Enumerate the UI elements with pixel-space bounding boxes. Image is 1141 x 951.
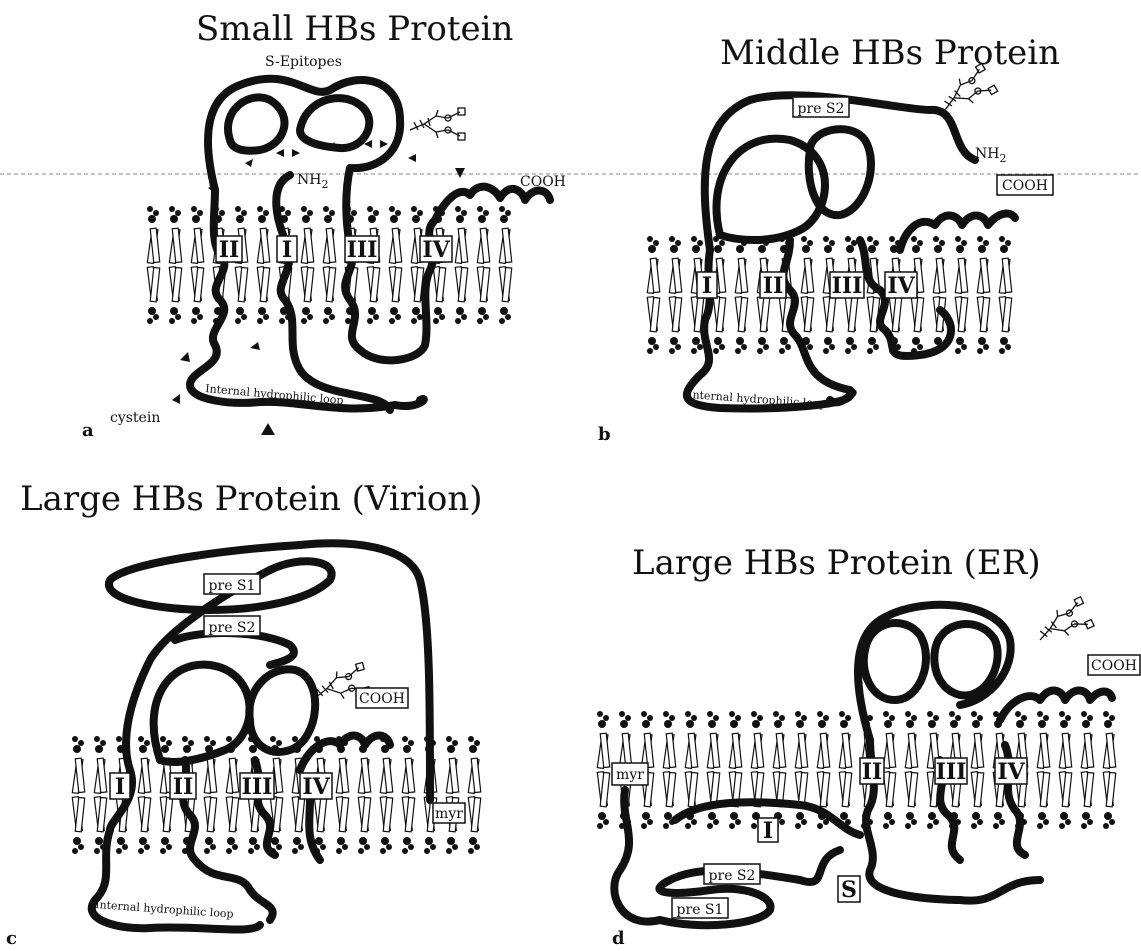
panel-d-pre-s2-label: pre S2 [709,868,756,884]
panel-c-title: Large HBs Protein (Virion) [20,479,483,519]
panel-b-segment-label: IV [887,273,915,299]
panel-b-segment-label: II [763,273,784,299]
panel-d-segment-label: II [862,759,883,785]
panel-c-cooh-label: COOH [359,691,405,707]
panel-a-membrane [147,206,512,324]
panel-d-membrane [597,711,1116,829]
panel-d-segment-label: IV [997,759,1025,785]
panel-d: Large HBs Protein (ER) [597,543,1140,949]
panel-c-pre-s1-label: pre S1 [209,578,256,594]
panel-c-myr-label: myr [435,806,463,822]
panel-a-segment-label: IV [422,237,450,263]
panel-b-nh2-label: NH2 [975,146,1006,165]
panel-a-segment-label: I [282,237,292,263]
panel-a-title: Small HBs Protein [196,9,513,49]
panel-b: Middle HBs Protein pre S2 NH2 COOH [598,33,1060,445]
panel-d-pre-s1-label: pre S1 [677,902,724,918]
panel-d-cooh-label: COOH [1091,658,1137,674]
panel-b-pre-s2-label: pre S2 [798,101,845,117]
panel-d-letter: d [612,928,625,949]
panel-c: Large HBs Protein (Virion) [6,479,483,949]
panel-b-cooh-label: COOH [1002,178,1048,194]
panel-a-letter: a [82,420,94,441]
panel-b-segment-label: III [832,273,863,299]
panel-d-segment-label: III [936,759,967,785]
panel-d-s-label: S [841,877,857,903]
panel-c-segment-label: IV [302,774,330,800]
panel-a-glycan-icon [410,108,465,140]
panel-a-nh2-label: NH2 [297,172,328,191]
panel-b-title: Middle HBs Protein [720,33,1060,73]
panel-a: Small HBs Protein S-Epitopes [82,9,566,441]
panel-a-segment-label: II [219,237,240,263]
panel-c-segment-label: II [173,774,194,800]
panel-d-glycan-icon [1031,597,1094,649]
panel-b-segment-label: I [702,273,712,299]
panel-c-segment-label: III [242,774,273,800]
panel-a-epitopes-label: S-Epitopes [265,54,342,70]
panel-a-cystein-label: cystein [110,410,160,426]
panel-c-letter: c [6,928,17,949]
panel-a-cooh-label: COOH [520,174,566,190]
panel-c-pre-s2-label: pre S2 [209,620,256,636]
panel-c-loop-label: Internal hydrophilic loop [95,898,234,921]
panel-b-letter: b [598,424,611,445]
panel-d-myr-label: myr [616,767,644,783]
panel-a-segment-label: III [347,237,378,263]
panel-c-segment-label: I [115,774,125,800]
panel-d-title: Large HBs Protein (ER) [632,543,1041,583]
panel-d-segment-label: I [763,818,773,844]
